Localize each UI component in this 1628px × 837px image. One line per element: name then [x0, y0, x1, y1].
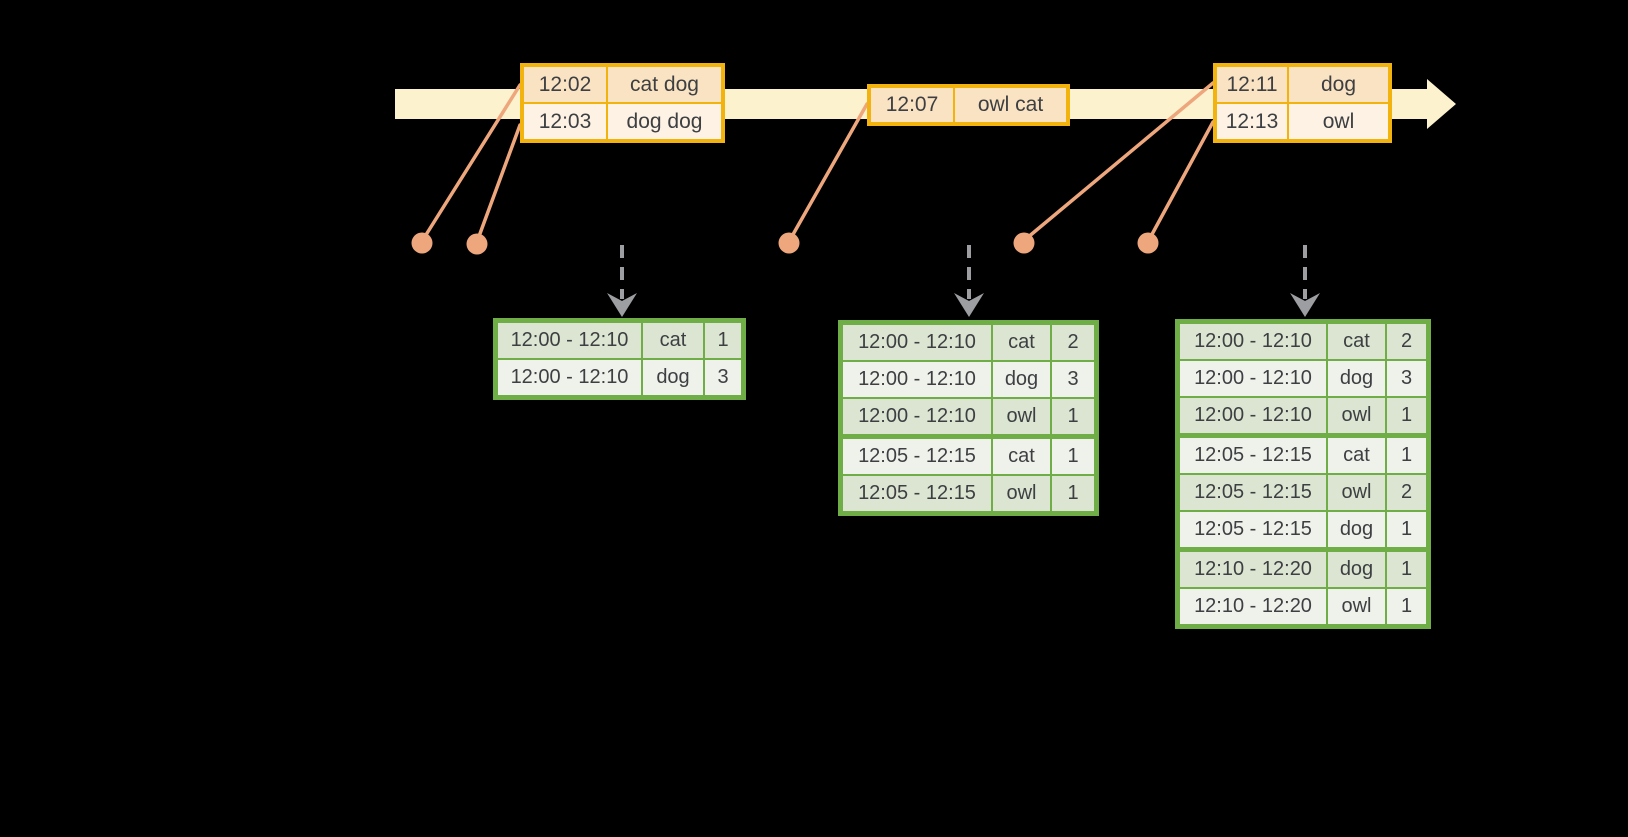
count-cell: 1 [1387, 438, 1426, 473]
event-marker-dot [778, 232, 800, 254]
count-cell: 2 [1052, 325, 1094, 360]
event-marker-dot [1137, 232, 1159, 254]
time-cell: 12:07 [871, 88, 953, 122]
word-cell: cat [993, 325, 1050, 360]
count-cell: 1 [1387, 512, 1426, 547]
event-marker-dot [1013, 232, 1035, 254]
window-cell: 12:00 - 12:10 [1180, 361, 1326, 396]
words-cell: owl cat [955, 88, 1066, 122]
trigger-arrowhead-icon [1290, 293, 1320, 317]
count-cell: 1 [1387, 589, 1426, 624]
window-cell: 12:00 - 12:10 [843, 325, 991, 360]
count-cell: 1 [1387, 398, 1426, 433]
window-cell: 12:10 - 12:20 [1180, 552, 1326, 587]
word-cell: cat [993, 439, 1050, 474]
word-cell: owl [1328, 589, 1385, 624]
time-cell: 12:03 [524, 104, 606, 139]
word-cell: cat [1328, 438, 1385, 473]
count-cell: 2 [1387, 475, 1426, 510]
connector-line [1025, 81, 1215, 240]
window-cell: 12:05 - 12:15 [1180, 438, 1326, 473]
word-cell: cat [1328, 324, 1385, 359]
count-cell: 3 [1052, 362, 1094, 397]
window-cell: 12:00 - 12:10 [1180, 398, 1326, 433]
words-cell: owl [1289, 104, 1388, 139]
count-cell: 1 [705, 323, 741, 358]
window-cell: 12:05 - 12:15 [1180, 512, 1326, 547]
connector-line [789, 102, 869, 240]
window-cell: 12:00 - 12:10 [498, 323, 641, 358]
count-cell: 3 [1387, 361, 1426, 396]
word-cell: dog [643, 360, 703, 395]
count-cell: 1 [1052, 476, 1094, 511]
window-cell: 12:00 - 12:10 [498, 360, 641, 395]
window-cell: 12:05 - 12:15 [1180, 475, 1326, 510]
trigger-arrowhead-icon [607, 293, 637, 317]
word-cell: dog [1328, 361, 1385, 396]
window-cell: 12:05 - 12:15 [843, 476, 991, 511]
connector-line [1148, 120, 1215, 240]
word-cell: owl [1328, 398, 1385, 433]
connector-line [476, 123, 522, 241]
count-cell: 3 [705, 360, 741, 395]
count-cell: 2 [1387, 324, 1426, 359]
words-cell: dog dog [608, 104, 721, 139]
word-cell: owl [993, 399, 1050, 434]
window-cell: 12:00 - 12:10 [843, 399, 991, 434]
word-cell: dog [1328, 552, 1385, 587]
word-cell: dog [1328, 512, 1385, 547]
count-cell: 1 [1387, 552, 1426, 587]
time-cell: 12:11 [1217, 67, 1287, 102]
window-cell: 12:00 - 12:10 [843, 362, 991, 397]
word-cell: cat [643, 323, 703, 358]
words-cell: dog [1289, 67, 1388, 102]
window-cell: 12:00 - 12:10 [1180, 324, 1326, 359]
count-cell: 1 [1052, 439, 1094, 474]
event-marker-dot [411, 232, 433, 254]
words-cell: cat dog [608, 67, 721, 102]
time-cell: 12:13 [1217, 104, 1287, 139]
count-cell: 1 [1052, 399, 1094, 434]
timeline-arrow-icon [1427, 79, 1456, 129]
word-cell: dog [993, 362, 1050, 397]
word-cell: owl [1328, 475, 1385, 510]
word-cell: owl [993, 476, 1050, 511]
window-cell: 12:05 - 12:15 [843, 439, 991, 474]
trigger-arrowhead-icon [954, 293, 984, 317]
event-marker-dot [466, 233, 488, 255]
connector-line [422, 83, 522, 240]
window-cell: 12:10 - 12:20 [1180, 589, 1326, 624]
time-cell: 12:02 [524, 67, 606, 102]
